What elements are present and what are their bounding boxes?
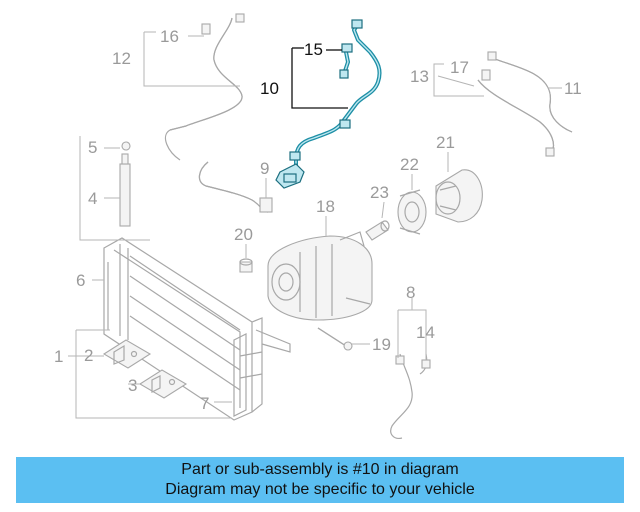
callouts: 1 2 3 4 5 6 7 8 9 10 11 12 13 14 15 16 1…	[54, 27, 582, 413]
banner-line-part-number: Part or sub-assembly is #10 in diagram	[181, 461, 459, 478]
condenser-assembly	[103, 237, 291, 421]
leader-10	[291, 48, 348, 109]
ac-hose-part-10	[275, 19, 382, 189]
leader-1	[75, 330, 232, 419]
ac-line-12	[165, 13, 245, 161]
callout-7: 7	[200, 394, 209, 413]
callout-9: 9	[260, 159, 269, 178]
callout-16: 16	[160, 27, 179, 46]
callout-5: 5	[88, 138, 97, 157]
callout-3: 3	[128, 376, 137, 395]
callout-4: 4	[88, 189, 97, 208]
callout-8: 8	[406, 283, 415, 302]
ac-line-11	[477, 51, 573, 157]
callout-14: 14	[416, 323, 435, 342]
clutch-part-21	[435, 169, 483, 223]
leader-5-4-bracket	[79, 136, 150, 241]
callout-10: 10	[260, 79, 279, 98]
leader-12	[143, 32, 240, 87]
parts-diagram: 1 2 3 4 5 6 7 8 9 10 11 12 13 14 15 16 1…	[54, 13, 582, 439]
receiver-drier	[119, 141, 131, 227]
ac-line-9	[198, 161, 273, 213]
info-banner: Part or sub-assembly is #10 in diagram D…	[16, 457, 624, 503]
callout-17: 17	[450, 58, 469, 77]
pulley-part-22	[397, 189, 427, 235]
callout-13: 13	[410, 67, 429, 86]
callout-23: 23	[370, 183, 389, 202]
callout-6: 6	[76, 271, 85, 290]
compressor-part-18	[267, 231, 373, 321]
bracket-part-2	[102, 339, 152, 369]
fitting-part-20	[239, 258, 253, 273]
callout-2: 2	[84, 346, 93, 365]
callout-19: 19	[372, 335, 391, 354]
callout-20: 20	[234, 225, 253, 244]
clutch-part-23	[365, 220, 390, 241]
callout-21: 21	[436, 133, 455, 152]
callout-22: 22	[400, 155, 419, 174]
callout-12: 12	[112, 49, 131, 68]
bolt-part-19	[317, 327, 353, 351]
banner-line-disclaimer: Diagram may not be specific to your vehi…	[165, 481, 475, 498]
callout-11: 11	[564, 79, 582, 98]
callout-18: 18	[316, 197, 335, 216]
bracket-part-3	[138, 369, 188, 399]
leader-13	[433, 76, 484, 97]
sensor-part-8	[390, 353, 431, 439]
callout-15: 15	[304, 40, 323, 59]
callout-1: 1	[54, 347, 63, 366]
leader-8	[397, 309, 427, 360]
